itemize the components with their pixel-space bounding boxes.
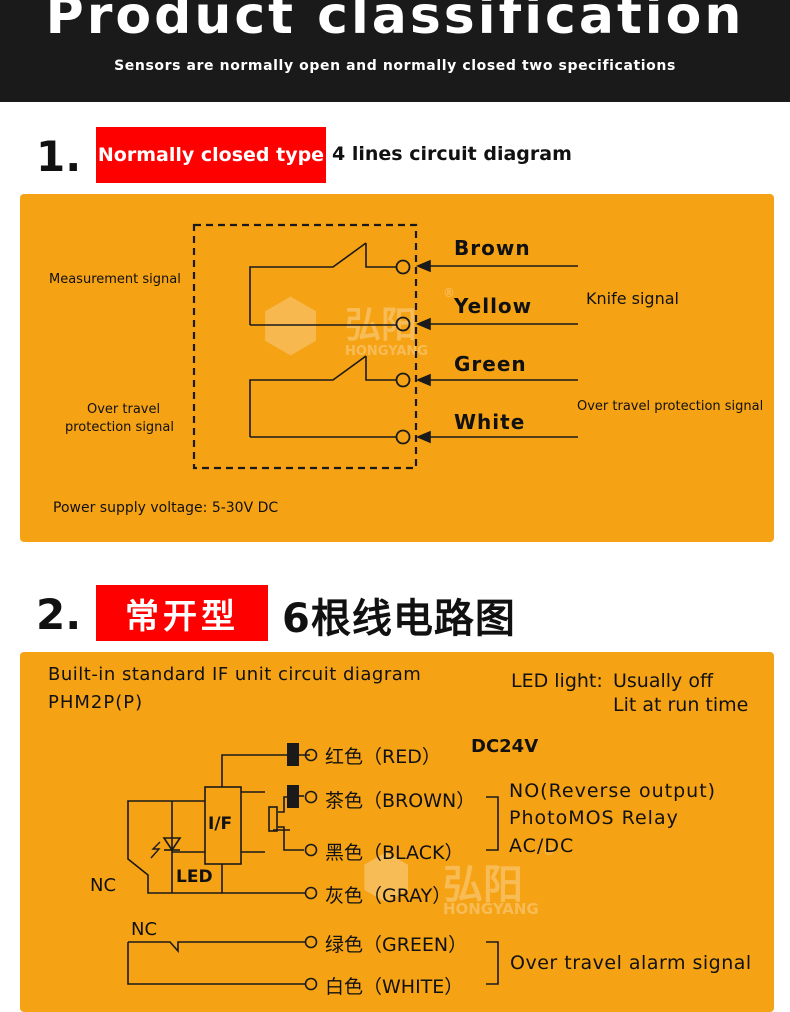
watermark-cn-2: 弘阳	[443, 862, 523, 908]
if-label: I/F	[208, 814, 233, 834]
over-travel-label-line2: protection signal	[65, 420, 174, 435]
nc-circuit-panel: ⬢ 弘阳 ® HONGYANG Measurement signal Over …	[20, 194, 774, 542]
section1-tag: Normally closed type	[96, 127, 326, 183]
wire-red-label: 红色（RED）	[325, 746, 441, 768]
brown-wire-block	[287, 785, 299, 808]
watermark-en-2: HONGYANG	[443, 900, 539, 918]
wire-brown-cn-label: 茶色（BROWN）	[325, 790, 476, 812]
relay-line-2: PhotoMOS Relay	[509, 807, 679, 829]
wire-white-label: White	[454, 410, 526, 434]
section2-title: 6根线电路图	[282, 596, 516, 642]
no-circuit-diagram	[127, 743, 499, 991]
terminal-black	[304, 843, 318, 857]
power-supply-label: Power supply voltage: 5-30V DC	[53, 500, 279, 516]
wire-green-label: Green	[454, 352, 527, 376]
lower-switch-blade	[249, 355, 367, 437]
gray-wire	[221, 864, 306, 894]
wire-brown-label: Brown	[454, 236, 531, 260]
knife-signal-label: Knife signal	[586, 289, 679, 308]
terminal-green-2	[304, 935, 318, 949]
section1-title: 4 lines circuit diagram	[332, 143, 572, 165]
terminal-white-2	[304, 977, 318, 991]
terminal-brown	[395, 259, 411, 275]
page-subtitle: Sensors are normally open and normally c…	[114, 58, 676, 74]
watermark-en: HONGYANG	[345, 344, 428, 359]
builtin-unit-label: Built-in standard IF unit circuit diagra…	[48, 664, 422, 685]
nc-circuit-diagram	[192, 223, 578, 470]
relay-line-3: AC/DC	[509, 835, 575, 857]
led-light-off: Usually off	[613, 670, 714, 692]
section1-number: 1.	[36, 132, 82, 181]
photomos-block	[268, 806, 278, 832]
alarm-label: Over travel alarm signal	[510, 952, 752, 974]
terminal-yellow	[395, 316, 411, 332]
watermark-mark-2: ®	[543, 844, 555, 858]
over-travel-protection-label: Over travel protection signal	[577, 399, 764, 414]
led-light-run: Lit at run time	[613, 694, 749, 716]
white-wire	[127, 942, 306, 985]
measurement-signal-label: Measurement signal	[49, 272, 181, 287]
red-wire-block	[287, 743, 299, 766]
terminal-red	[304, 748, 318, 762]
model-label: PHM2P(P)	[48, 692, 144, 713]
dc24v-label: DC24V	[471, 736, 539, 757]
terminal-gray	[304, 886, 318, 900]
upper-switch-blade	[249, 242, 367, 325]
wire-green-cn-label: 绿色（GREEN）	[325, 934, 468, 956]
lower-switch-contact	[365, 356, 396, 381]
watermark-logo-2: ⬢	[360, 842, 413, 912]
wire-white-cn-label: 白色（WHITE）	[325, 976, 464, 998]
watermark-mark: ®	[443, 286, 455, 300]
terminal-white	[395, 429, 411, 445]
led-light-label: LED light:	[511, 670, 603, 692]
relay-bracket	[486, 796, 499, 851]
section2-tag: 常开型	[96, 585, 268, 641]
green-wire	[128, 941, 306, 954]
over-travel-label-line1: Over travel	[87, 402, 161, 417]
signal-arrows	[415, 259, 578, 444]
terminal-green	[395, 372, 411, 388]
red-wire	[221, 754, 310, 787]
upper-switch-contact	[365, 243, 396, 268]
no-circuit-panel: ⬢ 弘阳 ® HONGYANG Built-in standard IF uni…	[20, 652, 774, 1012]
header-banner: Product classification Sensors are norma…	[0, 0, 790, 102]
terminal-brown-2	[304, 790, 318, 804]
wire-gray-label: 灰色（GRAY）	[325, 885, 452, 907]
wire-yellow-label: Yellow	[454, 294, 533, 318]
relay-line-1: NO(Reverse output)	[509, 780, 717, 802]
wire-black-label: 黑色（BLACK）	[325, 842, 464, 864]
alarm-bracket	[486, 941, 499, 985]
sensor-housing-outline	[192, 223, 418, 470]
page-title: Product classification	[45, 0, 745, 46]
led-label: LED	[176, 867, 213, 887]
nc-label-1: NC	[90, 875, 117, 896]
section2-number: 2.	[36, 590, 82, 639]
if-unit-box	[204, 786, 242, 865]
nc-label-2: NC	[131, 919, 158, 940]
